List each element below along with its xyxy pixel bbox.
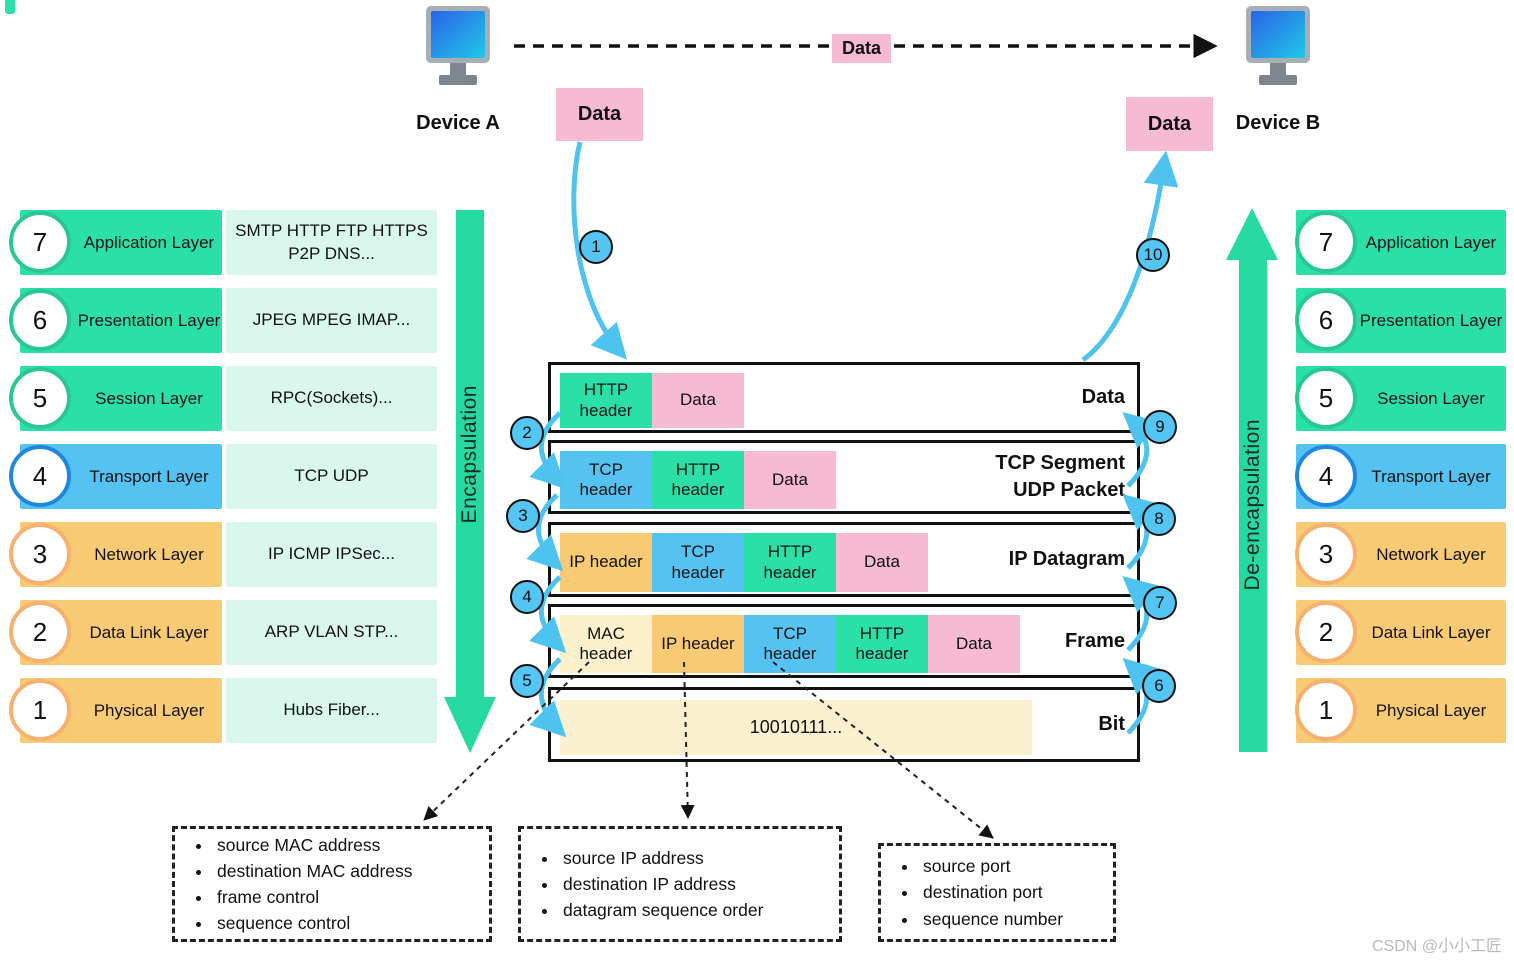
note-item: destination MAC address	[213, 858, 489, 884]
data-segment: Data	[836, 533, 928, 592]
mac-header-note: source MAC address destination MAC addre…	[172, 826, 492, 942]
device-a-label: Device A	[416, 112, 500, 134]
note-item: frame control	[213, 884, 489, 910]
step-badge-6: 6	[1142, 669, 1176, 703]
step-badge-2: 2	[510, 416, 544, 450]
data-box-device-a: Data	[556, 88, 643, 141]
layer-number-badge: 1	[1295, 679, 1357, 741]
step-badge-4: 4	[510, 580, 544, 614]
layer-number-badge: 5	[1295, 367, 1357, 429]
stack-row-label: TCP Segment UDP Packet	[995, 452, 1125, 501]
layer-number-badge: 4	[1295, 445, 1357, 507]
encapsulation-label: Encapsulation	[458, 384, 481, 524]
stack-row-label: Frame	[1064, 629, 1125, 652]
note-item: destination port	[919, 879, 1113, 905]
stack-row-bit: 10010111... Bit	[548, 687, 1140, 762]
device-b-monitor-icon	[1246, 6, 1310, 85]
layer-number-badge: 3	[1295, 523, 1357, 585]
layer-number-badge: 2	[9, 601, 71, 663]
layer-protocols: IP ICMP IPSec...	[226, 522, 437, 587]
note-item: source IP address	[559, 845, 839, 871]
de-encapsulation-arrowhead-icon	[1226, 208, 1278, 260]
layer-number-badge: 7	[1295, 211, 1357, 273]
step-badge-5: 5	[510, 664, 544, 698]
step-badge-10: 10	[1136, 238, 1170, 272]
tcp-header-segment: TCP header	[560, 451, 652, 509]
layer-number-badge: 7	[9, 211, 71, 273]
note-item: datagram sequence order	[559, 897, 839, 923]
note-item: source MAC address	[213, 832, 489, 858]
http-header-segment: HTTP header	[836, 615, 928, 673]
device-b-label: Device B	[1235, 112, 1321, 134]
stack-row-label: IP Datagram	[1008, 548, 1125, 570]
tcp-header-segment: TCP header	[744, 615, 836, 673]
note-item: destination IP address	[559, 871, 839, 897]
stack-row-ip-datagram: IP header TCP header HTTP header Data IP…	[548, 522, 1140, 597]
layer-protocols: RPC(Sockets)...	[226, 366, 437, 431]
stack-row-frame: MAC header IP header TCP header HTTP hea…	[548, 604, 1140, 678]
http-header-segment: HTTP header	[744, 533, 836, 592]
step-badge-9: 9	[1143, 410, 1177, 444]
data-segment: Data	[928, 615, 1020, 673]
de-encapsulation-label: De-encapsulation	[1241, 419, 1264, 591]
layer-protocols: Hubs Fiber...	[226, 678, 437, 743]
layer-number-badge: 1	[9, 679, 71, 741]
ip-header-segment: IP header	[560, 533, 652, 592]
data-box-device-b: Data	[1126, 97, 1213, 151]
http-header-segment: HTTP header	[652, 451, 744, 509]
de-encapsulation-arrow-bar: De-encapsulation	[1239, 258, 1267, 752]
tcp-header-note: source port destination port sequence nu…	[878, 843, 1116, 942]
layer-protocols: SMTP HTTP FTP HTTPS P2P DNS...	[226, 210, 437, 275]
layer-protocols: JPEG MPEG IMAP...	[226, 288, 437, 353]
data-segment: Data	[652, 373, 744, 428]
layer-protocols: ARP VLAN STP...	[226, 600, 437, 665]
note-item: sequence number	[919, 906, 1113, 932]
stack-row-data: HTTP header Data Data	[548, 362, 1140, 433]
watermark: CSDN @小小工匠	[1371, 938, 1502, 955]
mac-header-segment: MAC header	[560, 615, 652, 673]
layer-number-badge: 6	[9, 289, 71, 351]
device-a-monitor-icon	[426, 6, 490, 85]
bit-string: 10010111...	[560, 700, 1032, 755]
note-item: source port	[919, 853, 1113, 879]
data-label-on-line: Data	[832, 34, 891, 63]
tcp-header-segment: TCP header	[652, 533, 744, 592]
data-segment: Data	[744, 451, 836, 509]
corner-mark	[5, 0, 15, 14]
stack-row-tcp-segment: TCP header HTTP header Data TCP Segment …	[548, 440, 1140, 514]
layer-number-badge: 3	[9, 523, 71, 585]
step-badge-1: 1	[579, 230, 613, 264]
layer-number-badge: 5	[9, 367, 71, 429]
ip-header-segment: IP header	[652, 615, 744, 673]
stack-row-label: Data	[1081, 386, 1125, 408]
step-badge-7: 7	[1143, 586, 1177, 620]
encapsulation-arrow-bar: Encapsulation	[456, 210, 484, 698]
ip-header-note: source IP address destination IP address…	[518, 826, 842, 942]
step-badge-8: 8	[1142, 502, 1176, 536]
step-badge-3: 3	[506, 499, 540, 533]
note-item: sequence control	[213, 910, 489, 936]
layer-number-badge: 2	[1295, 601, 1357, 663]
layer-protocols: TCP UDP	[226, 444, 437, 509]
encapsulation-arrowhead-icon	[444, 697, 496, 753]
layer-number-badge: 6	[1295, 289, 1357, 351]
stack-row-label: Bit	[1098, 713, 1125, 735]
layer-number-badge: 4	[9, 445, 71, 507]
http-header-segment: HTTP header	[560, 373, 652, 428]
